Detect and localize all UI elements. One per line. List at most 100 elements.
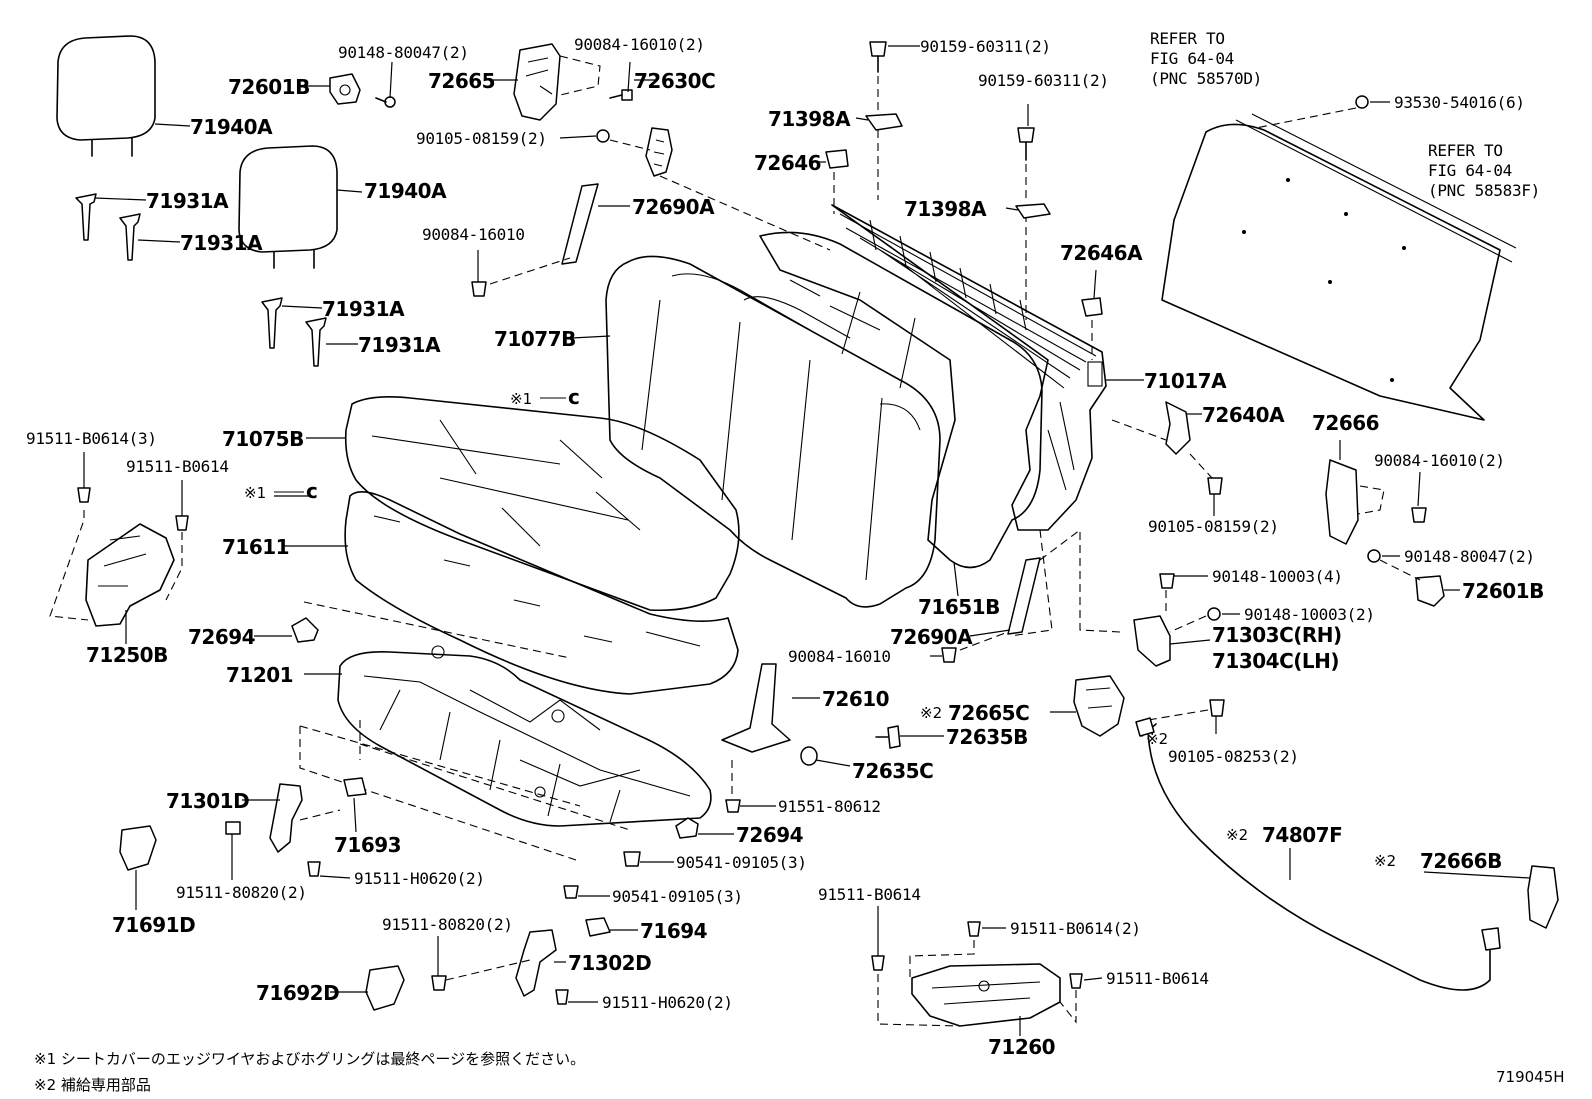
hinge-71303c	[1133, 615, 1171, 667]
pad-72694-upper	[291, 617, 319, 643]
refer-b-line1: REFER TO	[1428, 141, 1503, 160]
label-72694-lower: 72694	[736, 823, 803, 847]
label-90159-60311-b: 90159-60311(2)	[978, 71, 1109, 90]
label-90084-16010-low: 90084-16010	[788, 647, 891, 666]
screw-90148-10003-a	[1159, 573, 1175, 589]
label-90084-16010-right: 90084-16010(2)	[1374, 451, 1505, 470]
cover-72665c	[1073, 675, 1125, 737]
labels-small: 90148-80047(2) 90084-16010(2) 90105-0815…	[26, 35, 1535, 1012]
label-90105-08253: 90105-08253(2)	[1168, 747, 1299, 766]
label-71260: 71260	[988, 1035, 1055, 1059]
label-71201: 71201	[226, 663, 293, 687]
footnotes: ※1 シートカバーのエッジワイヤおよびホグリングは最終ページを参照ください。 ※…	[34, 1050, 585, 1094]
label-72690a-bottom: 72690A	[890, 625, 973, 649]
screw-90084-16010-top	[609, 89, 633, 101]
bolt-91511-b0614-e	[1069, 973, 1083, 989]
label-72665: 72665	[428, 69, 495, 93]
label-72666b: 72666B	[1420, 849, 1502, 873]
screw-90105-08159-left	[596, 129, 610, 143]
label-91511-b0614-2: 91511-B0614(2)	[1010, 919, 1141, 938]
bracket-72630c	[645, 127, 673, 177]
hinge-71250b	[85, 523, 175, 627]
label-90148-80047: 90148-80047(2)	[338, 43, 469, 62]
bolt-91511-80820-left	[225, 821, 241, 835]
label-71303c: 71303C(RH)	[1212, 623, 1342, 647]
marker-note2-b: ※2	[1146, 730, 1168, 748]
back-board	[1161, 113, 1517, 421]
label-71077b: 71077B	[494, 327, 576, 351]
label-91511-b0614-a: 91511-B0614	[126, 457, 229, 476]
screw-93530	[1355, 95, 1369, 109]
refer-a-line2: FIG 64-04	[1150, 49, 1234, 68]
figure-code: 719045H	[1496, 1068, 1565, 1086]
label-90148-10003-4: 90148-10003(4)	[1212, 567, 1343, 586]
label-74807f: 74807F	[1262, 823, 1342, 847]
leader-lines	[83, 45, 1531, 1036]
refer-block-b: REFER TO FIG 64-04 (PNC 58583F)	[1428, 141, 1540, 200]
clip-72646	[825, 149, 849, 169]
svg-text:c: c	[306, 479, 317, 503]
label-72694-upper: 72694	[188, 625, 255, 649]
label-93530-54016: 93530-54016(6)	[1394, 93, 1525, 112]
seat-pad-71611	[344, 491, 739, 695]
bolt-91511-b0614-d	[967, 921, 981, 937]
label-90148-80047-right: 90148-80047(2)	[1404, 547, 1535, 566]
label-71940a-b: 71940A	[364, 179, 447, 203]
label-91511-h0620-lower: 91511-H0620(2)	[602, 993, 733, 1012]
label-71931a-c: 71931A	[322, 297, 405, 321]
refer-block-a: REFER TO FIG 64-04 (PNC 58570D)	[1150, 29, 1262, 88]
label-71691d: 71691D	[112, 913, 195, 937]
label-71694: 71694	[640, 919, 707, 943]
strap-72690a-top	[561, 183, 599, 265]
screw-90148-80047	[375, 96, 396, 108]
label-72690a-top: 72690A	[632, 195, 715, 219]
label-90105-08159-right: 90105-08159(2)	[1148, 517, 1279, 536]
bracket-71302d	[515, 929, 557, 997]
screw-90159-a	[869, 41, 887, 73]
label-71693: 71693	[334, 833, 401, 857]
svg-text:c: c	[568, 385, 579, 409]
label-72665c: 72665C	[948, 701, 1029, 725]
marker-note2-a: ※2	[920, 704, 942, 722]
label-71651b: 71651B	[918, 595, 1000, 619]
seat-frame-71201	[337, 645, 712, 827]
label-72635c: 72635C	[852, 759, 933, 783]
label-71304c: 71304C(LH)	[1212, 649, 1339, 673]
label-72635b: 72635B	[946, 725, 1028, 749]
bracket-71398a-b	[1015, 203, 1051, 219]
rod-74807f	[1135, 717, 1501, 991]
cover-72666	[1325, 459, 1359, 545]
refer-a-line1: REFER TO	[1150, 29, 1225, 48]
knob-72601b-left	[329, 73, 361, 105]
label-72601b-left: 72601B	[228, 75, 310, 99]
refer-b-line2: FIG 64-04	[1428, 161, 1512, 180]
bolt-91511-h0620-left	[307, 861, 321, 877]
label-72646: 72646	[754, 151, 821, 175]
seatback-pad-71651b	[759, 231, 1043, 569]
headrest-guide-4	[305, 317, 327, 367]
headrest-1	[56, 35, 156, 157]
label-71302d: 71302D	[568, 951, 651, 975]
label-71931a-d: 71931A	[358, 333, 441, 357]
label-90084-16010-2: 90084-16010(2)	[574, 35, 705, 54]
headrest-guide-1	[75, 193, 97, 241]
marker-note1-b: ※1	[244, 484, 266, 502]
bolt-91511-h0620-lower	[555, 989, 569, 1005]
screw-90105-08159-right	[1207, 477, 1223, 495]
label-90105-08159-left: 90105-08159(2)	[416, 129, 547, 148]
refer-a-line3: (PNC 58570D)	[1150, 69, 1262, 88]
screw-90105-08253	[1209, 699, 1225, 717]
label-91511-b0614-e: 91511-B0614	[1106, 969, 1209, 988]
bolt-91511-b0614-a	[77, 487, 91, 503]
label-71398a-a: 71398A	[768, 107, 851, 131]
label-91511-80820-left: 91511-80820(2)	[176, 883, 307, 902]
belt-72610	[721, 663, 791, 753]
label-90159-60311-a: 90159-60311(2)	[920, 37, 1051, 56]
label-72630c: 72630C	[634, 69, 715, 93]
bracket-72640a	[1165, 401, 1191, 455]
label-72640a: 72640A	[1202, 403, 1285, 427]
bolt-91511-80820-lower	[431, 975, 447, 991]
clip-72646a	[1081, 297, 1103, 317]
footnote-1: ※1 シートカバーのエッジワイヤおよびホグリングは最終ページを参照ください。	[34, 1050, 585, 1068]
label-71931a-a: 71931A	[146, 189, 229, 213]
